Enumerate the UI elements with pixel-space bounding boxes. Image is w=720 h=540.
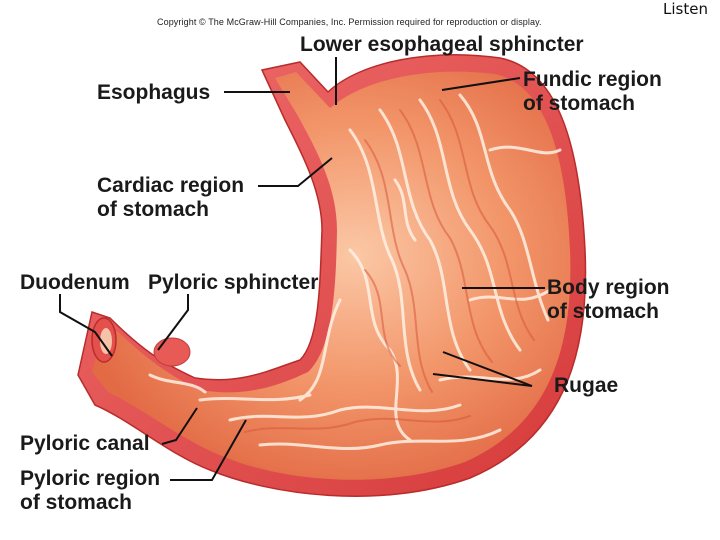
label-fundic-region: Fundic region of stomach [523,68,662,116]
label-body-region-line2: of stomach [547,300,660,323]
leader-pyloric-canal [161,407,198,445]
label-cardiac-region-line1: Cardiac region [97,174,245,197]
label-cardiac-region-line2: of stomach [97,198,210,221]
label-pyloric-region: Pyloric region of stomach [20,467,160,515]
label-cardiac-region: Cardiac region of stomach [97,174,244,222]
rugae-shadows [244,99,535,433]
leader-duodenum [59,294,113,357]
label-fundic-region-line1: Fundic region [523,68,662,91]
leader-pyloric-sphincter [157,294,189,351]
leader-pyloric-region [170,419,247,481]
label-fundic-region-line2: of stomach [523,92,636,115]
label-pyloric-sphincter: Pyloric sphincter [148,271,319,294]
label-duodenum: Duodenum [20,271,130,294]
label-lower-esophageal-sphincter: Lower esophageal sphincter [300,33,584,56]
listen-button[interactable]: Listen [663,0,708,18]
leader-lines [59,57,545,481]
leader-fundic-region [441,77,521,91]
label-pyloric-region-line1: Pyloric region [20,467,161,490]
leader-rugae-2 [432,373,533,387]
label-rugae: Rugae [554,374,619,397]
label-pyloric-canal: Pyloric canal [20,432,150,455]
copyright-notice: Copyright © The McGraw-Hill Companies, I… [157,17,542,27]
leader-rugae-1 [442,351,533,387]
rugae-folds [148,93,562,451]
leader-cardiac-region [258,157,333,187]
label-esophagus: Esophagus [97,81,211,104]
duodenum-lumen [100,328,112,354]
pyloric-sphincter-bulge [153,337,191,367]
label-pyloric-region-line2: of stomach [20,491,133,514]
label-body-region-line1: Body region [547,276,670,299]
label-body-region: Body region of stomach [547,276,670,324]
